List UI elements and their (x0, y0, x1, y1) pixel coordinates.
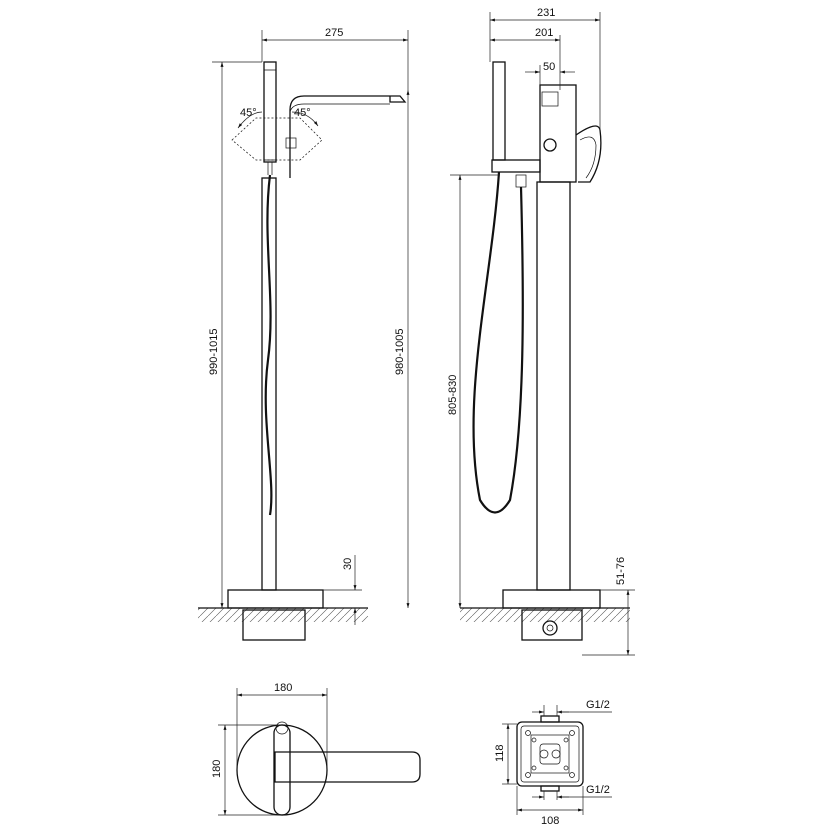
floor-depth-label: 51-76 (615, 557, 627, 585)
top-depth-label: 180 (211, 760, 223, 778)
hose (472, 171, 524, 514)
base-plate (227, 589, 324, 609)
height-total-label: 990-1015 (208, 329, 220, 376)
box-outline (516, 721, 584, 787)
height-handset-label: 805-830 (447, 375, 459, 415)
lever (575, 125, 602, 183)
box-height-label: 118 (494, 744, 506, 762)
spout (289, 95, 407, 178)
width-outlet-label: 50 (543, 61, 555, 73)
front-view: 231 201 50 805-830 51-76 (447, 7, 635, 656)
thread-top-label: G1/2 (586, 699, 610, 711)
rough-in-box (242, 609, 306, 641)
box-width-label: 108 (541, 815, 559, 827)
width-dim-label: 275 (325, 27, 343, 39)
hose (264, 174, 273, 516)
column (261, 177, 277, 591)
thread-bottom-label: G1/2 (586, 784, 610, 796)
angle-right-label: 45° (294, 107, 311, 119)
spout-top (274, 751, 421, 783)
base-circle (236, 724, 328, 816)
diverter (285, 137, 297, 149)
floor-hatch (198, 608, 368, 622)
height-spout-label: 980-1005 (394, 329, 406, 376)
base-height-label: 30 (342, 558, 354, 570)
column (536, 181, 571, 591)
base-plate (502, 589, 601, 609)
mixer-body (539, 84, 577, 183)
angle-left-label: 45° (240, 107, 257, 119)
width-total-label: 231 (537, 7, 555, 19)
hand-shower (492, 61, 506, 161)
top-width-label: 180 (274, 682, 292, 694)
hand-shower (263, 61, 277, 163)
base-view: G1/2 G1/2 118 108 (494, 699, 612, 827)
top-view: 180 180 (211, 682, 421, 816)
width-body-label: 201 (535, 27, 553, 39)
rough-in-box (521, 609, 583, 641)
side-view: 45° 45° 275 990-1015 980-1005 30 (198, 27, 410, 641)
